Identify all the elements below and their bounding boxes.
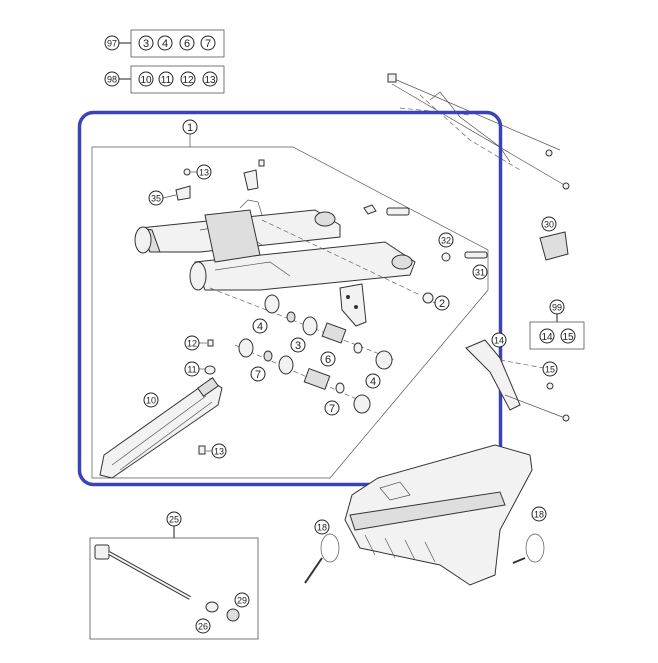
- callout-4-lower[interactable]: 4: [365, 373, 381, 389]
- rear-bolts-background: [387, 73, 570, 190]
- callout-31[interactable]: 31: [472, 264, 488, 280]
- callout-29[interactable]: 29: [234, 592, 250, 608]
- svg-text:10: 10: [140, 75, 152, 86]
- svg-text:2: 2: [439, 298, 445, 310]
- kit-99-label: 99: [552, 303, 562, 313]
- callout-7-upper[interactable]: 7: [250, 366, 266, 382]
- svg-text:29: 29: [237, 596, 247, 606]
- svg-text:6: 6: [184, 38, 190, 50]
- callout-4-upper[interactable]: 4: [252, 318, 268, 334]
- chain-guard-part[interactable]: [344, 444, 533, 586]
- callout-7-lower[interactable]: 7: [324, 400, 340, 416]
- svg-text:4: 4: [257, 321, 263, 333]
- svg-text:12: 12: [187, 339, 197, 349]
- svg-text:11: 11: [187, 365, 196, 375]
- svg-text:35: 35: [151, 194, 161, 204]
- svg-text:30: 30: [544, 220, 554, 230]
- callout-35[interactable]: 35: [148, 190, 177, 206]
- callout-18-right[interactable]: 18: [531, 506, 547, 522]
- svg-text:7: 7: [205, 38, 211, 50]
- svg-text:4: 4: [162, 38, 168, 50]
- kit-99-group[interactable]: 99 14 15: [529, 299, 585, 350]
- svg-text:1: 1: [187, 122, 193, 134]
- callout-2[interactable]: 2: [432, 295, 450, 311]
- svg-text:31: 31: [475, 268, 485, 278]
- bearing-stack-parts[interactable]: [209, 287, 396, 414]
- pad-part-30[interactable]: [539, 231, 569, 261]
- svg-text:13: 13: [204, 75, 216, 86]
- svg-text:3: 3: [295, 340, 301, 352]
- callout-11[interactable]: 11: [184, 361, 205, 377]
- callout-14[interactable]: 14: [491, 332, 507, 348]
- callout-15[interactable]: 15: [542, 361, 558, 377]
- svg-text:18: 18: [317, 523, 327, 533]
- kit-98-group[interactable]: 98 10 11 12 13: [104, 65, 225, 94]
- svg-text:15: 15: [562, 332, 574, 343]
- svg-text:26: 26: [198, 622, 208, 632]
- svg-text:32: 32: [441, 236, 451, 246]
- chain-guide-part[interactable]: [99, 377, 223, 479]
- callout-6[interactable]: 6: [320, 351, 336, 367]
- callout-32[interactable]: 32: [438, 232, 454, 248]
- cable-tie-left[interactable]: [304, 533, 340, 584]
- callout-18-left[interactable]: 18: [314, 519, 330, 535]
- kit-97-group[interactable]: 97 3 4 6 7: [104, 29, 225, 58]
- svg-text:7: 7: [329, 403, 335, 415]
- svg-text:15: 15: [545, 365, 555, 375]
- svg-text:11: 11: [161, 75, 172, 86]
- svg-text:13: 13: [199, 168, 209, 178]
- svg-text:18: 18: [534, 510, 544, 520]
- svg-text:13: 13: [214, 447, 224, 457]
- svg-text:7: 7: [255, 369, 261, 381]
- callout-1[interactable]: 1: [182, 119, 198, 135]
- axle-kit-group[interactable]: 25: [89, 511, 259, 640]
- callout-30[interactable]: 30: [541, 216, 557, 232]
- svg-text:14: 14: [494, 336, 504, 346]
- axle-part: [94, 544, 240, 622]
- cable-tie-right[interactable]: [512, 533, 545, 564]
- callout-3[interactable]: 3: [290, 337, 306, 353]
- kit-98-label: 98: [107, 75, 117, 85]
- callout-10[interactable]: 10: [143, 392, 159, 408]
- callout-26[interactable]: 26: [195, 618, 211, 634]
- kit-97-contents: 3 4 6 7: [138, 35, 216, 51]
- chain-slider-part[interactable]: [465, 339, 570, 422]
- assembly-frame: [91, 133, 489, 479]
- svg-text:3: 3: [143, 38, 149, 50]
- svg-text:10: 10: [146, 396, 156, 406]
- svg-text:4: 4: [370, 376, 376, 388]
- svg-text:6: 6: [325, 354, 331, 366]
- callout-13-bottom[interactable]: 13: [206, 443, 227, 459]
- swingarm-part[interactable]: [134, 199, 416, 327]
- swingarm-hardware: [175, 159, 488, 304]
- svg-text:14: 14: [541, 332, 553, 343]
- kit-25-label: 25: [169, 515, 179, 525]
- callout-12[interactable]: 12: [184, 335, 207, 351]
- svg-text:12: 12: [182, 75, 194, 86]
- kit-97-label: 97: [107, 39, 117, 49]
- callout-13-top[interactable]: 13: [190, 164, 212, 180]
- kit-98-contents: 10 11 12 13: [138, 71, 218, 87]
- swingarm-assembly-highlight[interactable]: [77, 110, 503, 487]
